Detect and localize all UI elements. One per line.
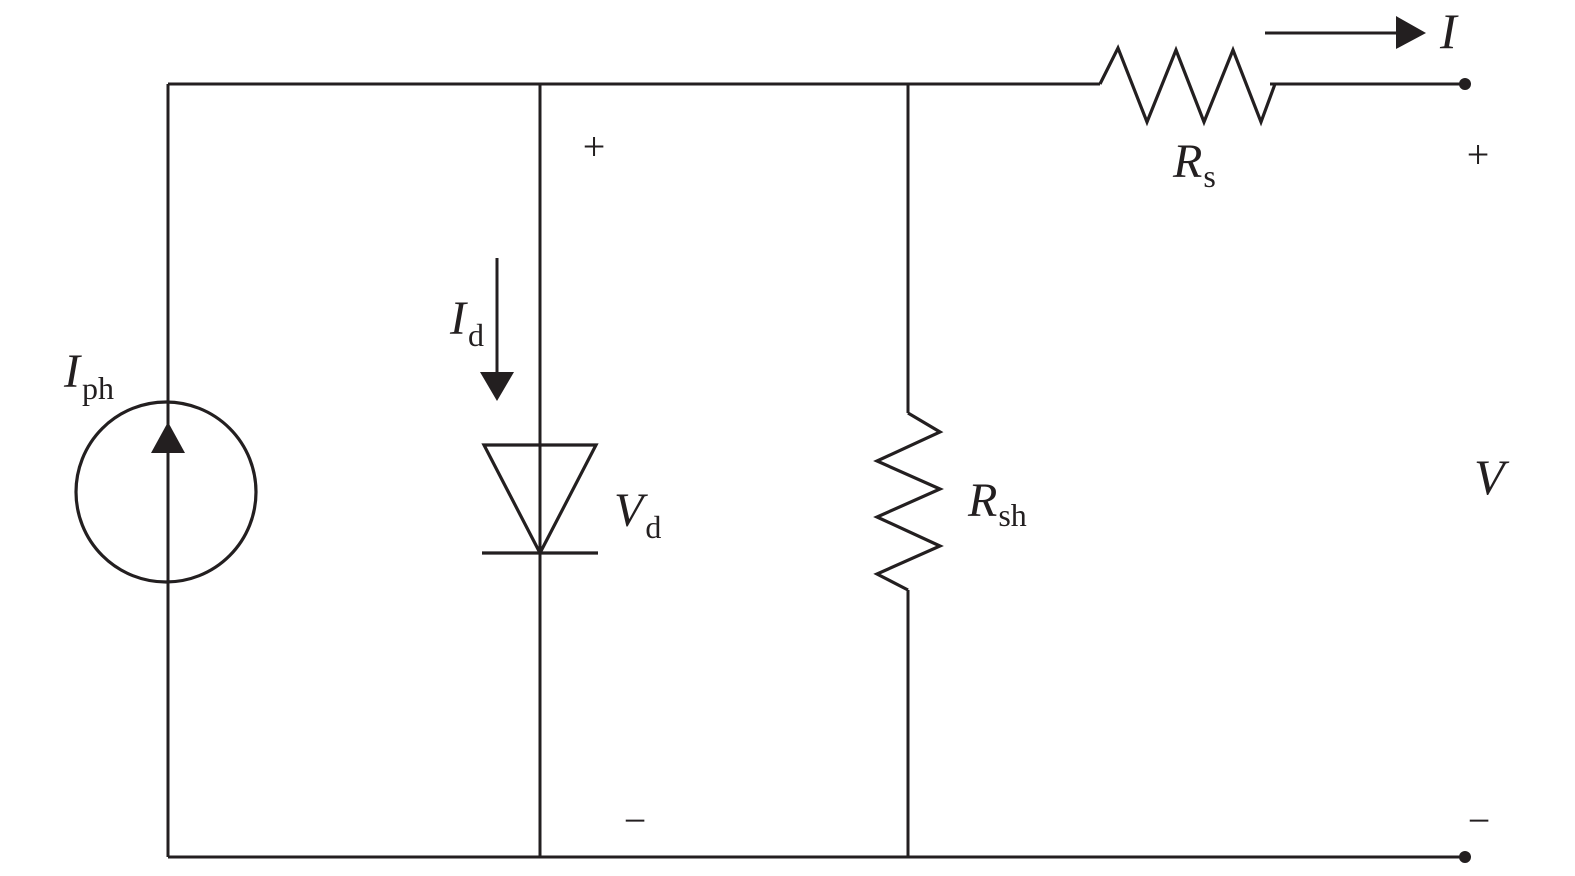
shunt-resistor-zigzag-icon (873, 411, 944, 592)
current-source (74, 84, 258, 857)
diode-current-arrow (480, 258, 514, 401)
terminal-minus-sign: − (1468, 798, 1491, 843)
diode-triangle-icon (481, 443, 599, 557)
positive-terminal (1459, 78, 1471, 90)
output-current-label: I (1439, 3, 1459, 59)
terminal-plus-sign: + (1467, 132, 1490, 177)
diode-plus-sign: + (583, 124, 606, 169)
output-voltage-label: V (1474, 449, 1510, 505)
current-source-circle (74, 400, 258, 584)
series-resistor-label: Rs (1172, 135, 1216, 194)
diode-current-label: Id (449, 292, 484, 353)
shunt-resistor-label: Rsh (967, 474, 1027, 533)
diode-voltage-label: Vd (614, 484, 661, 545)
arrow-down-icon (480, 372, 514, 401)
current-source-label: Iph (63, 345, 114, 406)
current-source-arrow-icon (151, 422, 185, 453)
diode (481, 84, 599, 857)
output-current-arrow (1265, 16, 1426, 49)
shunt-resistor (873, 84, 944, 857)
series-resistor-zigzag-icon (1098, 44, 1277, 127)
arrow-right-icon (1396, 16, 1426, 49)
diode-minus-sign: − (624, 798, 647, 843)
negative-terminal (1459, 851, 1471, 863)
